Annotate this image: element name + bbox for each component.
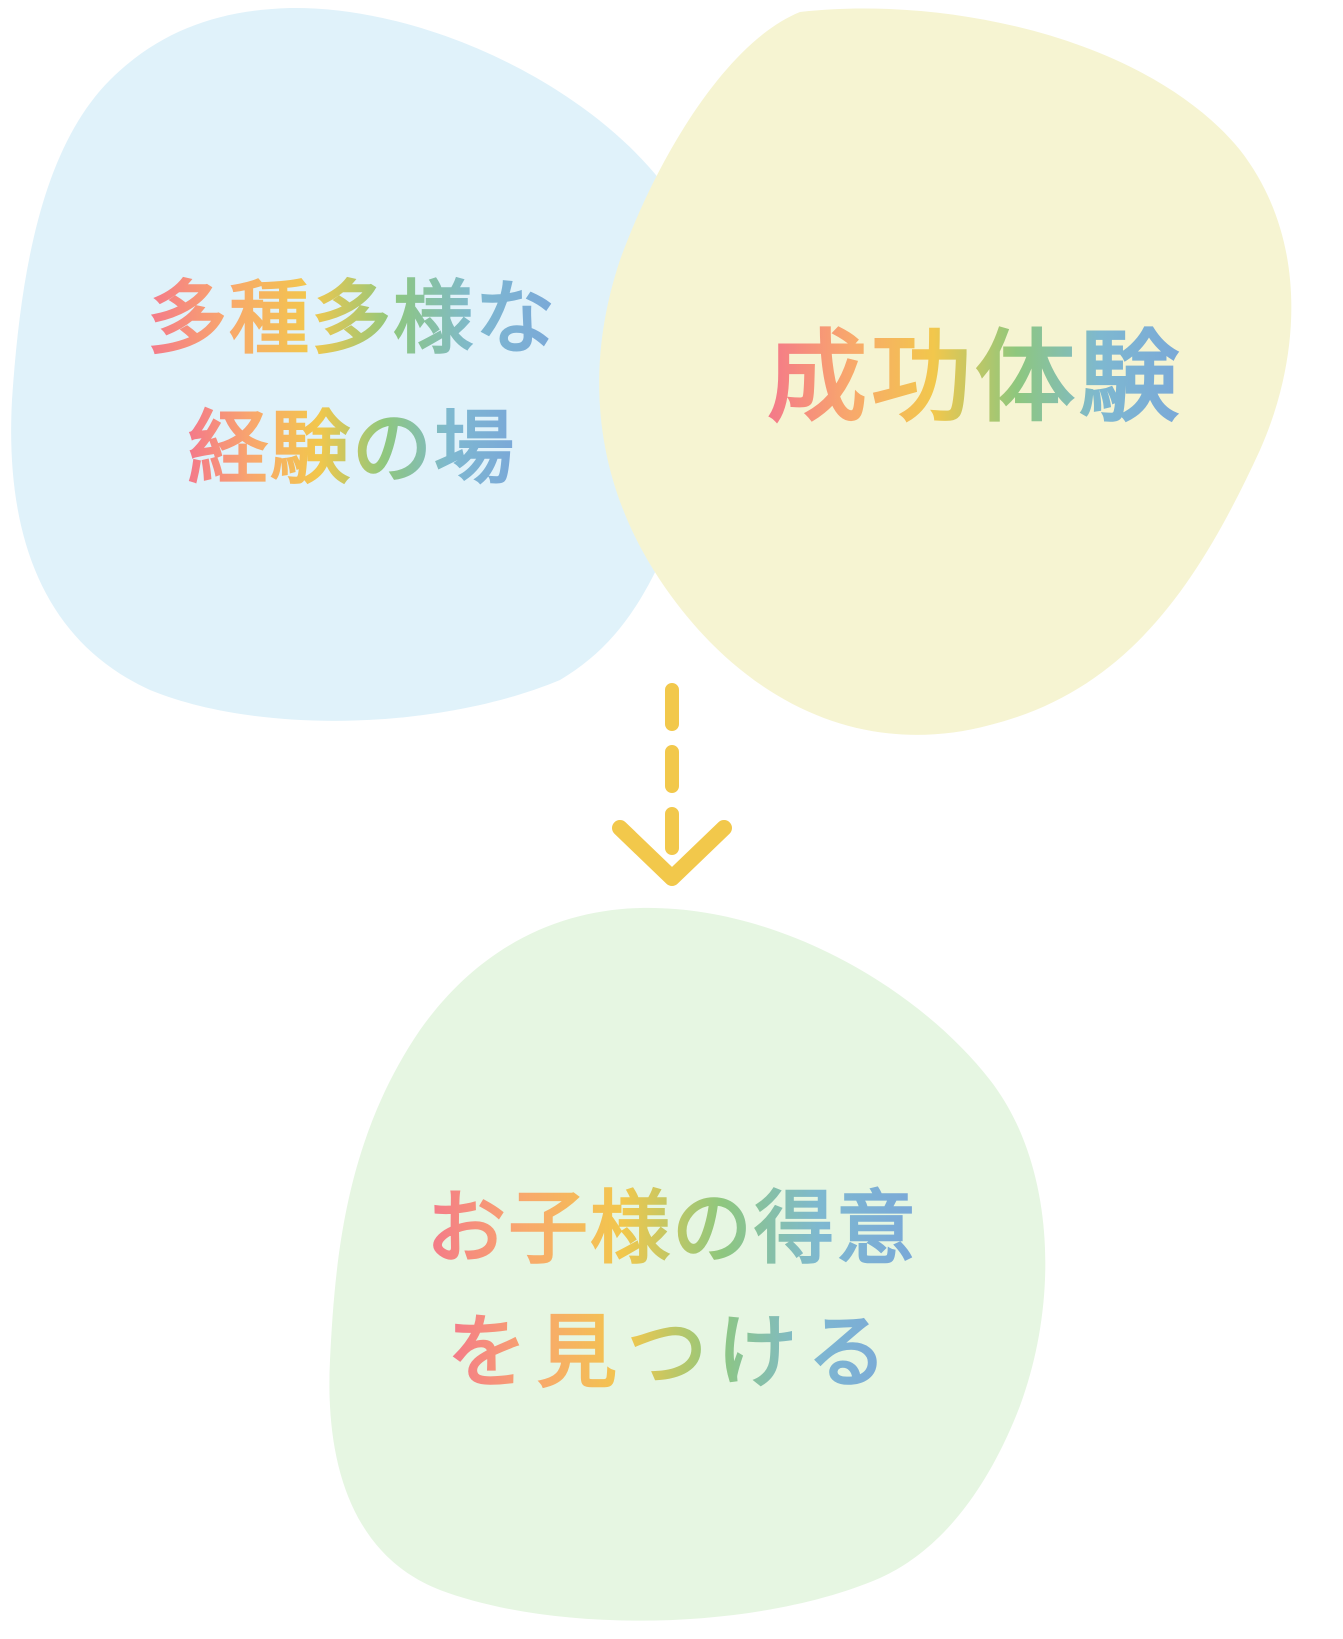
bubble-diverse-experiences-line-2: 経験の場 <box>188 402 516 495</box>
bubble-find-strengths-line-1: お子様の得意 <box>426 1182 918 1275</box>
bubble-find-strengths <box>329 907 1046 1621</box>
bubble-diverse-experiences <box>11 7 707 721</box>
bubble-success-experience-line-1: 成功体験 <box>767 319 1183 436</box>
arrow-head <box>612 820 732 886</box>
dashed-down-arrow-icon <box>612 683 732 886</box>
bubble-success-experience <box>599 8 1292 735</box>
bubble-find-strengths-line-2: を見つける <box>447 1306 897 1399</box>
bubble-diverse-experiences-line-1: 多種多様な <box>147 272 557 365</box>
